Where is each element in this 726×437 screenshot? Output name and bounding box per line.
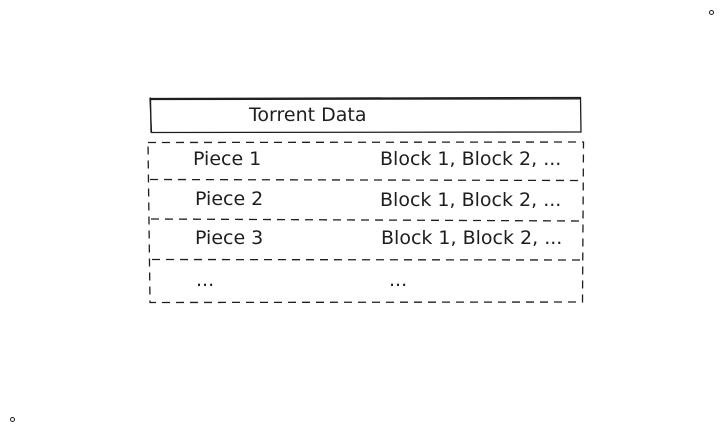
- row-divider-1: [149, 178, 583, 182]
- blocks-label-3: Block 1, Block 2, ...: [381, 227, 563, 249]
- diagram-title: Torrent Data: [249, 104, 367, 126]
- title-box: [149, 96, 582, 134]
- pieces-table-border: [147, 141, 585, 304]
- corner-marker-top-right: [709, 10, 714, 15]
- corner-marker-bottom-left: [10, 417, 15, 422]
- row-divider-3: [151, 258, 583, 261]
- piece-label-1: Piece 1: [193, 148, 262, 170]
- piece-label-3: Piece 3: [195, 227, 264, 249]
- blocks-label-1: Block 1, Block 2, ...: [380, 148, 562, 170]
- pieces-table: [147, 141, 585, 304]
- blocks-label-2: Block 1, Block 2, ...: [380, 189, 562, 211]
- piece-label-2: Piece 2: [195, 188, 264, 210]
- row-divider-2: [150, 218, 583, 222]
- piece-label-4: ...: [196, 269, 215, 291]
- blocks-label-4: ...: [389, 269, 408, 291]
